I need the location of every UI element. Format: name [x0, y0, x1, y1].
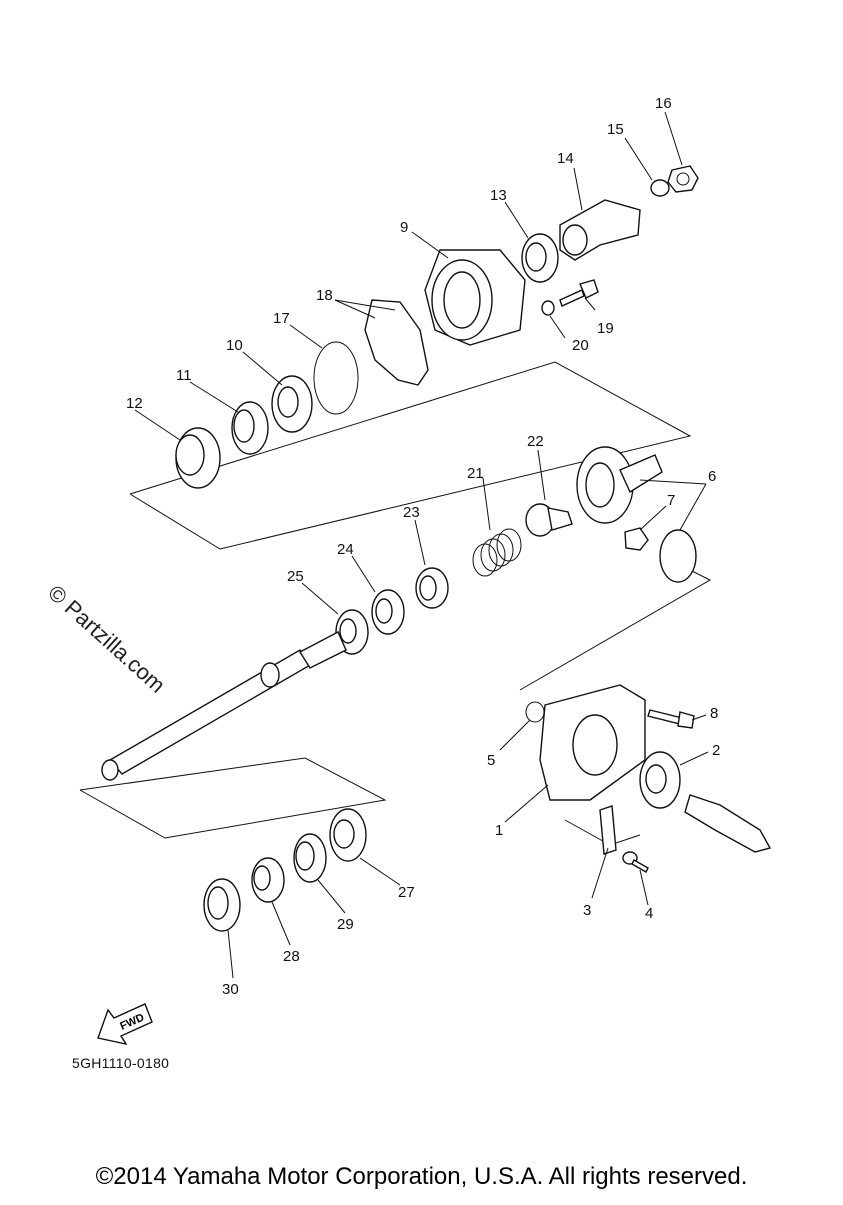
right-group-outline	[519, 569, 712, 691]
part-21-spring	[472, 528, 522, 577]
part-25-bearing	[335, 609, 369, 655]
callout-28: 28	[283, 948, 300, 965]
part-23-collar	[415, 567, 449, 609]
callout-9: 9	[400, 219, 408, 236]
callout-5: 5	[487, 752, 495, 769]
part-7-nut	[624, 527, 649, 551]
part-10-bearing	[271, 375, 313, 433]
part-22-cam	[525, 503, 573, 537]
callout-15: 15	[607, 121, 624, 138]
callout-13: 13	[490, 187, 507, 204]
part-17-o-ring	[313, 341, 359, 415]
part-8-bolt	[647, 709, 695, 729]
leader-lines	[134, 111, 709, 979]
lower-group-outline	[79, 757, 387, 839]
callout-25: 25	[287, 568, 304, 585]
drive-shaft	[101, 631, 347, 781]
callout-20: 20	[572, 337, 589, 354]
part-28-collar	[251, 857, 285, 903]
upper-group-outline	[129, 361, 692, 550]
part-5-o-ring	[525, 701, 545, 723]
pinion-shaft	[684, 794, 772, 853]
part-27-bearing	[329, 808, 367, 862]
callout-8: 8	[710, 705, 718, 722]
part-4-screw	[622, 851, 649, 873]
part-19-bolt	[559, 279, 599, 307]
part-14-universal-joint-yoke	[559, 199, 641, 261]
fwd-arrow-icon: FWD	[97, 1003, 153, 1046]
part-6-gear-set	[576, 446, 697, 583]
callout-1: 1	[495, 822, 503, 839]
part-11-ring-nut	[231, 401, 269, 455]
callout-2: 2	[712, 742, 720, 759]
part-12-oil-seal	[175, 427, 221, 489]
callout-22: 22	[527, 433, 544, 450]
callout-30: 30	[222, 981, 239, 998]
callout-14: 14	[557, 150, 574, 167]
part-9-bearing-housing	[424, 249, 526, 346]
callout-4: 4	[645, 905, 653, 922]
callout-23: 23	[403, 504, 420, 521]
part-29-ring-nut	[293, 833, 327, 883]
callout-27: 27	[398, 884, 415, 901]
part-20-washer	[541, 300, 555, 316]
callout-18: 18	[316, 287, 333, 304]
part-24-bearing	[371, 589, 405, 635]
diagram-code: 5GH1110-0180	[72, 1055, 170, 1071]
callout-10: 10	[226, 337, 243, 354]
part-16-nut	[667, 165, 699, 193]
copyright-notice: ©2014 Yamaha Motor Corporation, U.S.A. A…	[95, 1163, 748, 1190]
part-13-bearing	[521, 233, 559, 283]
callout-12: 12	[126, 395, 143, 412]
callout-29: 29	[337, 916, 354, 933]
part-3-plate	[599, 805, 617, 855]
callout-21: 21	[467, 465, 484, 482]
callout-6: 6	[708, 468, 716, 485]
callout-3: 3	[583, 902, 591, 919]
callout-numbers: 1 2 3 4 5 6 7 8 9 10 11 12 13 14 15 16 1…	[126, 95, 720, 998]
callout-19: 19	[597, 320, 614, 337]
callout-7: 7	[667, 492, 675, 509]
callout-17: 17	[273, 310, 290, 327]
part-2-bearing	[639, 751, 681, 809]
callout-11: 11	[176, 367, 192, 384]
part-1-final-drive-case	[539, 684, 646, 801]
callout-24: 24	[337, 541, 354, 558]
callout-16: 16	[655, 95, 672, 112]
part-30-oil-seal	[203, 878, 241, 932]
part-15-washer	[650, 179, 670, 197]
part-18-shim	[364, 299, 429, 386]
